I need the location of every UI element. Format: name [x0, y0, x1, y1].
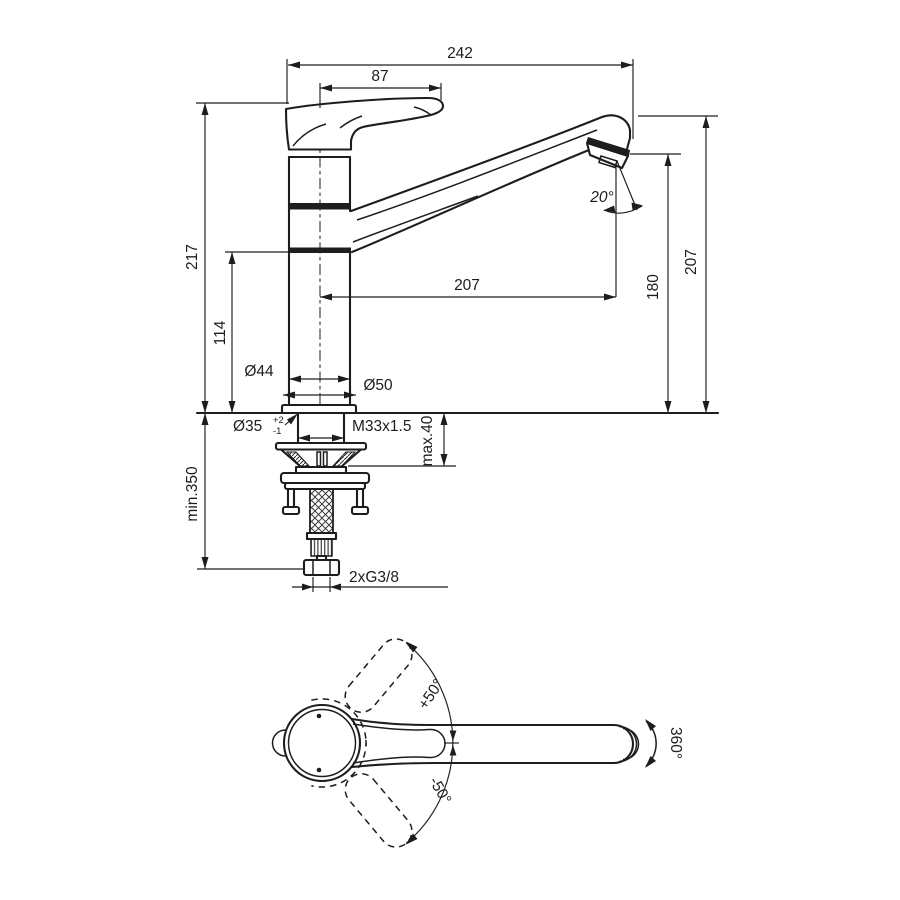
- dim-overall-width-label: 242: [447, 45, 473, 62]
- aerator-opening: [598, 155, 618, 169]
- dimension-outlet-angle: 20°: [589, 160, 643, 214]
- label-swing-plus: +50°: [415, 676, 447, 712]
- dimension-body-diameter: Ø44: [244, 363, 350, 383]
- swivel-ring: [288, 247, 351, 253]
- dim-handle-projection-label: 87: [371, 68, 388, 85]
- dimension-overall-width: 242: [286, 45, 634, 139]
- dimension-spout-reach: 207: [320, 163, 617, 301]
- spout-rotation-arc: 360°: [645, 719, 684, 768]
- dim-overall-height-label: 217: [184, 244, 201, 270]
- dimension-base-diameter: Ø50: [283, 377, 393, 399]
- dim-body-diameter-label: Ø44: [244, 363, 274, 380]
- aerator-ring: [586, 137, 630, 156]
- handle-dome-circle: [282, 703, 362, 783]
- dimension-min-clearance: min.350: [184, 413, 303, 570]
- handle-lever: [350, 717, 640, 769]
- supply-hose: [302, 488, 341, 577]
- dimension-overall-height: 217: [184, 102, 289, 413]
- handle-top-view: [271, 703, 640, 783]
- handle-swung-plus: [311, 638, 413, 747]
- top-view: +50° -50° 360°: [271, 638, 684, 848]
- dim-hole-tol-plus: +2: [273, 415, 284, 426]
- installation-detail: [274, 411, 371, 577]
- handle-side: [284, 96, 445, 151]
- dim-supply-connection-label: 2xG3/8: [349, 569, 399, 586]
- dimension-spout-top-height: 207: [638, 115, 718, 413]
- dimension-outlet-height: 180: [630, 153, 681, 413]
- side-view: 242 87 217 114: [184, 45, 720, 592]
- handle-swing-arc: [405, 641, 459, 845]
- spout-bottom-edge: [350, 148, 591, 254]
- handle-screw-dot: [316, 767, 322, 773]
- dim-max-deck-label: max.40: [419, 415, 436, 466]
- hose-ferrule: [310, 538, 333, 557]
- hose-collar: [305, 531, 338, 541]
- dim-shank-thread-label: M33x1.5: [352, 418, 411, 435]
- mounting-studs: [281, 487, 370, 516]
- dim-base-diameter-label: Ø50: [363, 377, 393, 394]
- dimension-max-deck-thickness: max.40: [348, 413, 456, 467]
- base-flange: [280, 403, 358, 415]
- dim-outlet-angle-label: 20°: [589, 189, 613, 206]
- dimension-hole-diameter: Ø35 +2 -1: [233, 413, 344, 442]
- dim-outlet-height-label: 180: [645, 274, 662, 300]
- dim-hole-diameter-label: Ø35: [233, 418, 262, 435]
- handle-screw-dot: [316, 713, 322, 719]
- dim-min-clearance-label: min.350: [184, 466, 201, 522]
- dimension-shank-thread: M33x1.5: [352, 418, 411, 435]
- dimension-supply-connection: 2xG3/8: [292, 569, 448, 592]
- dim-spout-reach-label: 207: [454, 277, 480, 294]
- cartridge-ring: [288, 203, 351, 210]
- dim-spout-top-height-label: 207: [683, 249, 700, 275]
- hex-nut: [302, 558, 341, 577]
- spout-top-edge: [349, 114, 632, 213]
- horseshoe-clamp: [279, 448, 363, 475]
- label-swing-minus: -50°: [425, 774, 454, 807]
- braided-hose: [309, 488, 334, 534]
- dim-hole-tol-minus: -1: [273, 426, 281, 437]
- dimension-spout-underside-height: 114: [212, 251, 290, 413]
- faucet-body: [280, 148, 358, 415]
- mounting-plate: [279, 471, 371, 485]
- label-spout-rotation: 360°: [667, 727, 684, 759]
- dimension-handle-projection: 87: [319, 68, 442, 108]
- dim-spout-underside-height-label: 114: [212, 320, 229, 345]
- handle-swung-minus: [311, 739, 413, 848]
- spout: [349, 114, 632, 254]
- clamp-top-plate: [274, 441, 368, 451]
